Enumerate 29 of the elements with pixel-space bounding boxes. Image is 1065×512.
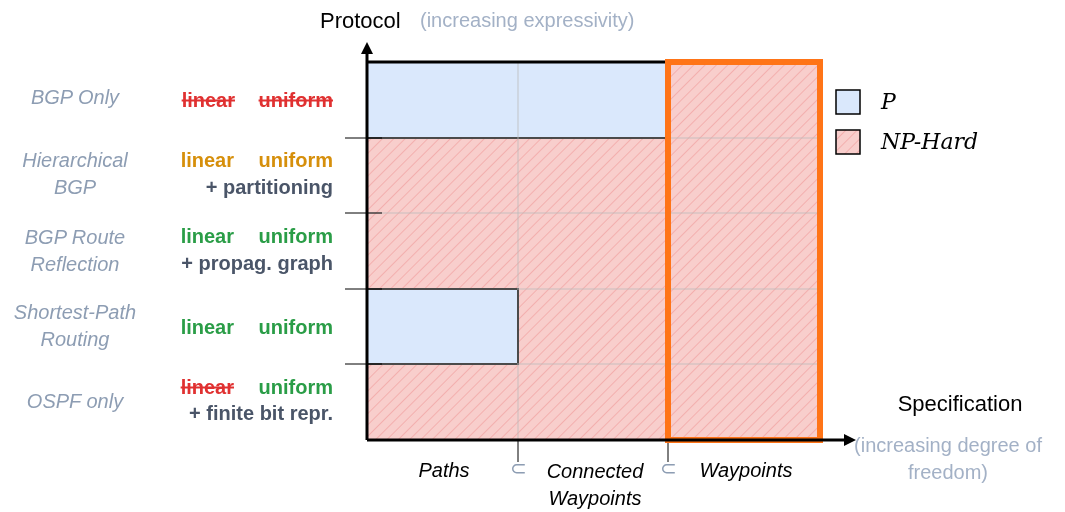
property-label: uniform bbox=[257, 223, 333, 249]
axis-subtitle: (increasing expressivity) bbox=[420, 7, 636, 33]
row-label: Hierarchical BGP bbox=[21, 148, 129, 200]
legend-label: NP-Hard bbox=[881, 128, 979, 155]
property-label: linear bbox=[179, 314, 234, 340]
property-label: uniform bbox=[257, 87, 333, 113]
subset-symbol: ⊂ bbox=[658, 455, 678, 481]
axis-subtitle: (increasing degree of freedom) bbox=[853, 433, 1043, 485]
subset-symbol: ⊂ bbox=[508, 455, 528, 481]
condition-label: + finite bit repr. bbox=[188, 400, 333, 426]
property-label: linear bbox=[179, 147, 234, 173]
property-label: uniform bbox=[257, 374, 333, 400]
column-label: Waypoints bbox=[698, 457, 794, 483]
column-label: Paths bbox=[417, 457, 471, 483]
column-label: Connected Waypoints bbox=[545, 459, 645, 511]
property-label: linear bbox=[179, 374, 234, 400]
property-label: uniform bbox=[257, 314, 333, 340]
property-label: uniform bbox=[257, 147, 333, 173]
condition-label: + partitioning bbox=[204, 174, 333, 200]
axis-title: Specification bbox=[896, 389, 1024, 417]
condition-label: + propag. graph bbox=[180, 250, 333, 276]
row-label: BGP Route Reflection bbox=[23, 225, 127, 277]
property-label: linear bbox=[179, 223, 234, 249]
legend-label: P bbox=[881, 88, 896, 115]
axis-title: Protocol bbox=[320, 6, 402, 34]
row-label: OSPF only bbox=[25, 388, 125, 414]
row-label: BGP Only bbox=[29, 84, 121, 110]
row-label: Shortest-Path Routing bbox=[12, 300, 138, 352]
property-label: linear bbox=[180, 87, 235, 113]
